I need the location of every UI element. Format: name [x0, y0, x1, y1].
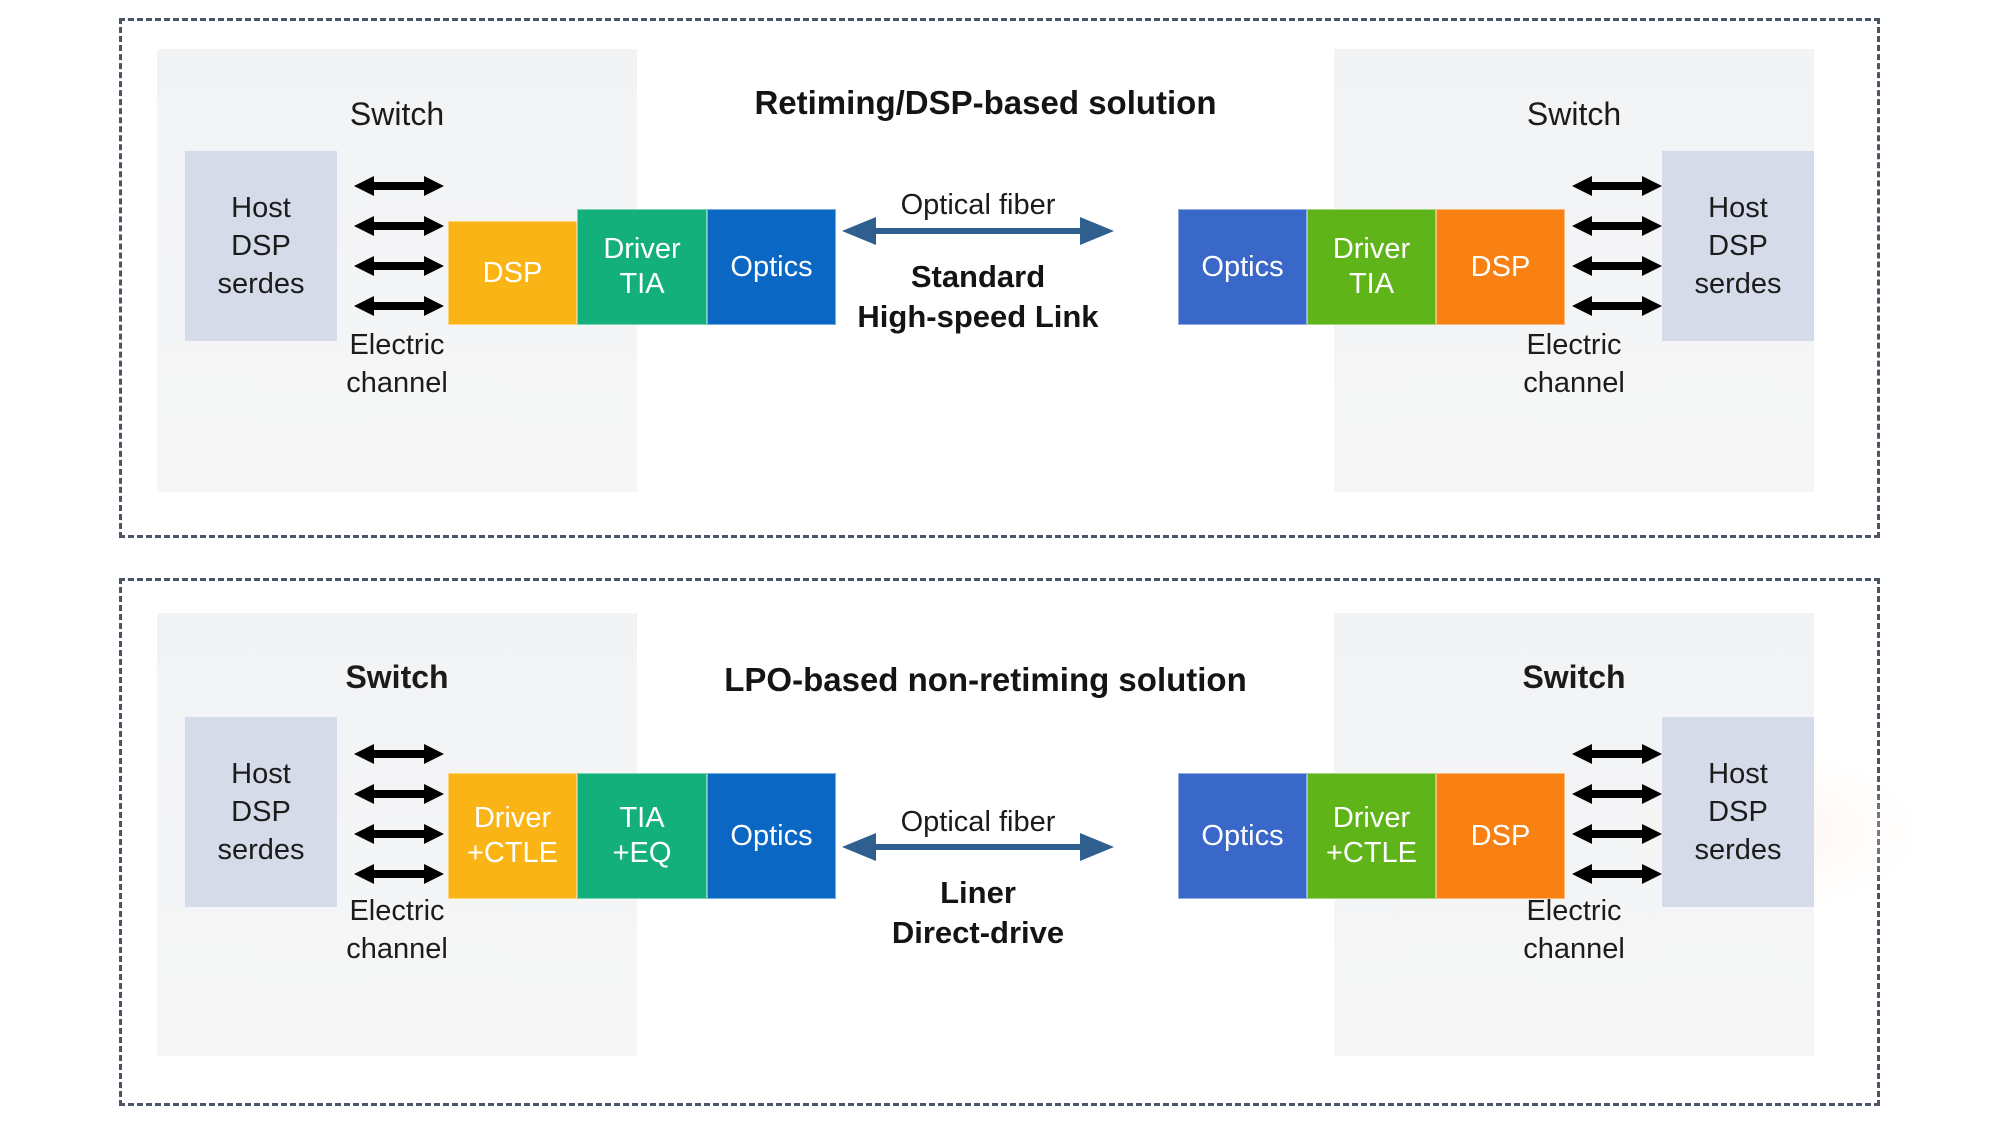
host-line-1: Host: [231, 191, 291, 224]
fiber-arrow-top: [842, 213, 1114, 254]
electric-channel-line-1: Electric: [1526, 329, 1622, 361]
chip-label-line-1: Optics: [730, 819, 813, 852]
host-dsp-serdes-left-top: Host DSP serdes: [185, 151, 337, 341]
host-line-3: serdes: [1694, 268, 1782, 301]
chip-label-line-1: DSP: [1470, 250, 1531, 283]
serdes-arrows-right-top: [1572, 176, 1662, 316]
switch-label-left-bottom: Switch: [345, 659, 449, 695]
electric-channel-right-top: Electric channel: [1334, 326, 1814, 403]
chip-left-bottom-3: Optics: [707, 773, 836, 899]
panel-title-retiming: Retiming/DSP-based solution: [754, 84, 1217, 121]
chip-left-bottom-2: TIA +EQ: [577, 773, 707, 899]
chip-label-line-2: +EQ: [612, 837, 672, 869]
chip-label-line-2: +CTLE: [1325, 837, 1418, 869]
chip-label-line-2: +CTLE: [466, 837, 559, 869]
electric-channel-line-2: channel: [1523, 367, 1625, 400]
fiber-arrow-bottom: [842, 829, 1114, 870]
host-line-1: Host: [1708, 191, 1768, 224]
chip-right-bottom-2: Driver +CTLE: [1307, 773, 1436, 899]
chip-label-line-1: Optics: [1201, 819, 1284, 852]
chip-left-top-2: Driver TIA: [577, 209, 707, 325]
bidirectional-arrow-icon: [1572, 216, 1662, 236]
panel-lpo-non-retiming: Switch Switch LPO-based non-retiming sol…: [119, 578, 1922, 1106]
bidirectional-arrow-icon: [1572, 784, 1662, 804]
host-line-3: serdes: [217, 834, 305, 867]
electric-channel-line-2: channel: [1523, 933, 1625, 966]
bidirectional-arrow-icon: [354, 824, 444, 844]
electric-channel-line-2: channel: [346, 367, 448, 400]
switch-label-right-top: Switch: [1526, 96, 1622, 132]
chip-right-top-2: Driver TIA: [1307, 209, 1436, 325]
link-label-line-1: Standard: [910, 259, 1046, 294]
bidirectional-arrow-icon: [354, 296, 444, 316]
bidirectional-arrow-icon: [354, 256, 444, 276]
host-dsp-serdes-right-top: Host DSP serdes: [1662, 151, 1814, 341]
link-label-line-2: Direct-drive: [891, 915, 1065, 951]
panel-retiming-dsp: Switch Switch Retiming/DSP-based solutio…: [119, 18, 1880, 538]
link-label-line-2: High-speed Link: [857, 299, 1099, 335]
chip-right-bottom-1: Optics: [1178, 773, 1307, 899]
chip-right-top-1: Optics: [1178, 209, 1307, 325]
host-line-1: Host: [1708, 757, 1768, 790]
chip-label-line-2: TIA: [1348, 268, 1395, 300]
chip-label-line-1: Driver: [1332, 233, 1411, 266]
chip-label-line-1: DSP: [482, 256, 543, 289]
electric-channel-line-1: Electric: [349, 329, 445, 361]
electric-channel-left-bottom: Electric channel: [157, 892, 637, 969]
host-line-2: DSP: [1708, 795, 1768, 828]
switch-label-right-bottom: Switch: [1522, 659, 1626, 695]
bidirectional-arrow-icon: [1572, 296, 1662, 316]
host-line-2: DSP: [231, 795, 291, 828]
chip-label-line-1: Driver: [473, 802, 552, 835]
bidirectional-arrow-icon: [842, 833, 1114, 861]
link-label-top: Standard High-speed Link: [806, 257, 1150, 338]
fiber-label-bottom: Optical fiber: [900, 806, 1056, 838]
chip-label-line-1: Driver: [603, 233, 681, 266]
chip-right-top-3: DSP: [1436, 209, 1565, 325]
bidirectional-arrow-icon: [354, 216, 444, 236]
host-dsp-serdes-left-bottom: Host DSP serdes: [185, 717, 337, 907]
bidirectional-arrow-icon: [354, 744, 444, 764]
bidirectional-arrow-icon: [842, 217, 1114, 245]
chip-left-top-1: DSP: [448, 221, 577, 325]
chip-left-bottom-1: Driver +CTLE: [448, 773, 577, 899]
switch-label-left-top: Switch: [349, 96, 445, 132]
host-line-2: DSP: [231, 229, 291, 262]
bidirectional-arrow-icon: [354, 176, 444, 196]
electric-channel-line-2: channel: [346, 933, 448, 966]
host-dsp-serdes-right-bottom: Host DSP serdes: [1662, 717, 1814, 907]
bidirectional-arrow-icon: [354, 784, 444, 804]
chip-left-top-3: Optics: [707, 209, 836, 325]
host-line-3: serdes: [1694, 834, 1782, 867]
host-line-3: serdes: [217, 268, 305, 301]
serdes-arrows-right-bottom: [1572, 744, 1662, 884]
chip-label-line-1: Optics: [730, 250, 813, 283]
chip-label-line-1: Driver: [1332, 802, 1411, 835]
chip-label-line-2: TIA: [619, 268, 665, 300]
link-label-bottom: Liner Direct-drive: [806, 873, 1150, 954]
chip-label-line-1: TIA: [619, 802, 665, 835]
host-line-2: DSP: [1708, 229, 1768, 262]
bidirectional-arrow-icon: [1572, 744, 1662, 764]
bidirectional-arrow-icon: [1572, 824, 1662, 844]
fiber-label-top: Optical fiber: [900, 189, 1056, 221]
chip-right-bottom-3: DSP: [1436, 773, 1565, 899]
bidirectional-arrow-icon: [1572, 176, 1662, 196]
panel-title-lpo: LPO-based non-retiming solution: [724, 661, 1247, 698]
bidirectional-arrow-icon: [354, 864, 444, 884]
serdes-arrows-left-bottom: [354, 744, 444, 884]
electric-channel-line-1: Electric: [1526, 895, 1622, 927]
chip-label-line-1: DSP: [1470, 819, 1531, 852]
electric-channel-line-1: Electric: [349, 895, 445, 927]
electric-channel-right-bottom: Electric channel: [1334, 892, 1814, 969]
chip-label-line-1: Optics: [1201, 250, 1284, 283]
bidirectional-arrow-icon: [1572, 864, 1662, 884]
serdes-arrows-left-top: [354, 176, 444, 316]
link-label-line-1: Liner: [940, 875, 1016, 910]
bidirectional-arrow-icon: [1572, 256, 1662, 276]
electric-channel-left-top: Electric channel: [157, 326, 637, 403]
host-line-1: Host: [231, 757, 291, 790]
